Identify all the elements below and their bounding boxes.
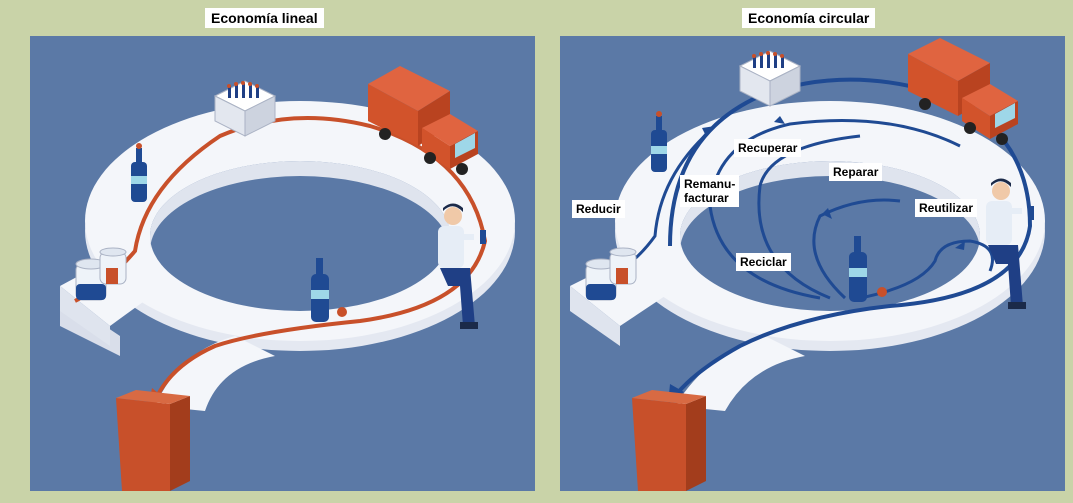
linear-economy-illustration bbox=[60, 66, 515, 491]
arrow-head bbox=[702, 126, 715, 136]
crate-icon bbox=[738, 50, 802, 107]
circular-economy-panel: Reducir Remanu- facturar Recuperar Repar… bbox=[560, 36, 1065, 491]
jars-icon bbox=[585, 247, 637, 301]
label-reciclar: Reciclar bbox=[736, 253, 791, 271]
circular-economy-illustration bbox=[570, 38, 1045, 491]
loop-reuse bbox=[859, 239, 994, 300]
truck-icon bbox=[368, 66, 478, 175]
bottle-icon bbox=[311, 258, 347, 322]
linear-flow-arrow bbox=[74, 116, 488, 402]
arrow-head bbox=[822, 208, 832, 219]
label-remanufacturar: Remanu- facturar bbox=[680, 175, 740, 207]
loop-repair bbox=[812, 198, 901, 300]
loop-recover bbox=[757, 134, 861, 300]
label-reutilizar: Reutilizar bbox=[915, 199, 978, 217]
person-icon bbox=[986, 178, 1034, 309]
person-icon bbox=[438, 203, 486, 329]
linear-economy-panel bbox=[30, 36, 535, 491]
loop-track bbox=[60, 101, 515, 411]
bottle-icon bbox=[849, 236, 887, 302]
crate-icon bbox=[213, 80, 277, 137]
trash-bin-icon bbox=[632, 390, 706, 491]
label-reducir: Reducir bbox=[572, 200, 625, 218]
bottle-icon bbox=[651, 111, 667, 172]
arrow-head bbox=[955, 241, 965, 250]
trash-bin-icon bbox=[116, 390, 190, 491]
bottle-icon bbox=[131, 143, 147, 202]
label-reparar: Reparar bbox=[829, 163, 883, 181]
circular-economy-title: Economía circular bbox=[742, 8, 876, 28]
arrow-head bbox=[774, 116, 785, 124]
jars-icon bbox=[75, 247, 127, 301]
loop-track bbox=[570, 101, 1045, 411]
truck-icon bbox=[908, 38, 1018, 145]
linear-economy-title: Economía lineal bbox=[205, 8, 324, 28]
label-recuperar: Recuperar bbox=[734, 139, 802, 157]
circular-flow-outer bbox=[668, 77, 1033, 398]
